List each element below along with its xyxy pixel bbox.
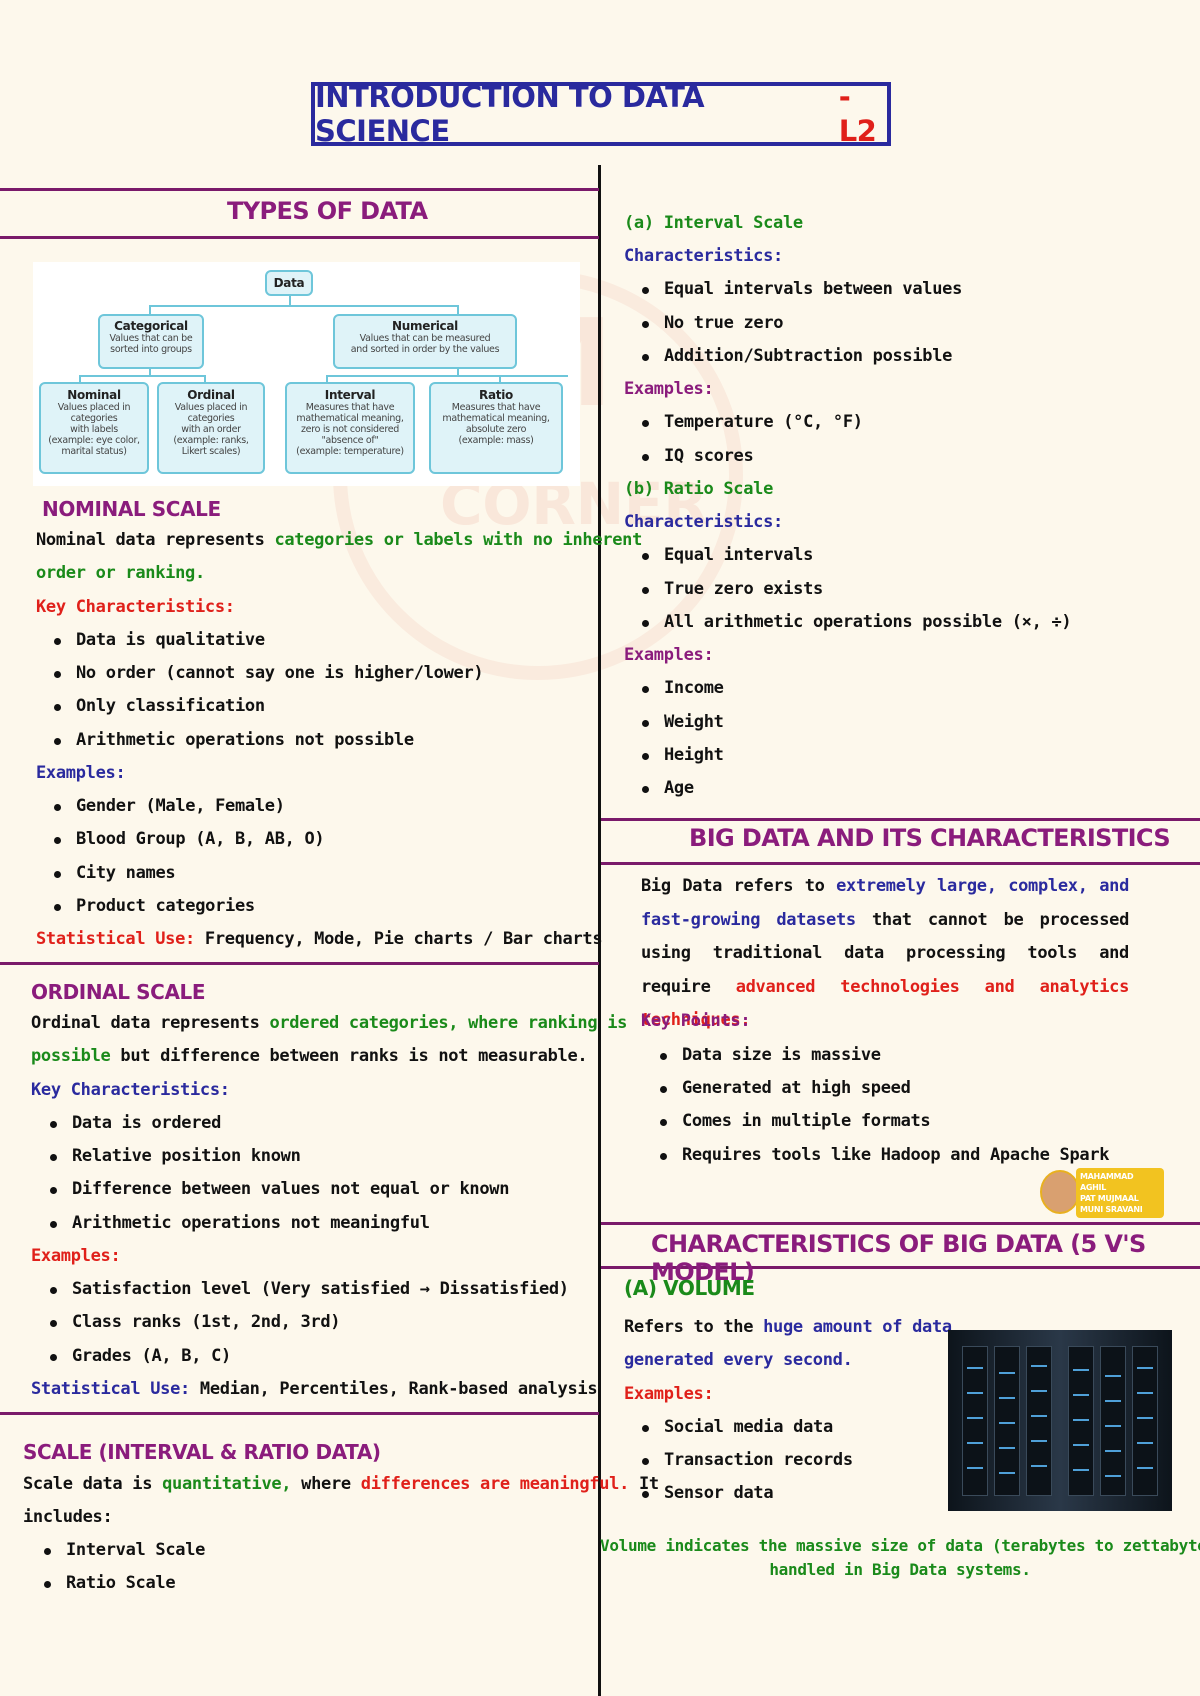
ordinal-stat-use: Statistical Use: Median, Percentiles, Ra… — [31, 1379, 598, 1399]
big-data-key-title: Key Points: — [641, 1011, 751, 1031]
divider — [0, 1412, 599, 1415]
divider — [601, 818, 1200, 821]
nominal-intro-line: order or ranking. — [36, 563, 205, 583]
volume-note: handled in Big Data systems. — [769, 1560, 1031, 1579]
list-item: Class ranks (1st, 2nd, 3rd) — [50, 1312, 341, 1332]
list-item: Generated at high speed — [660, 1078, 911, 1098]
diagram-node-ordinal: Ordinal Values placed in categories with… — [157, 382, 265, 474]
list-item: No true zero — [642, 313, 784, 333]
divider — [601, 862, 1200, 865]
column-divider — [598, 165, 601, 1696]
divider — [0, 236, 599, 239]
list-item: Difference between values not equal or k… — [50, 1179, 509, 1199]
diagram-node-numerical: Numerical Values that can be measured an… — [333, 314, 517, 369]
list-item: No order (cannot say one is higher/lower… — [54, 663, 484, 683]
list-item: Satisfaction level (Very satisfied → Dis… — [50, 1279, 569, 1299]
list-item: Equal intervals between values — [642, 279, 962, 299]
nominal-key-title: Key Characteristics: — [36, 597, 235, 617]
divider — [0, 188, 599, 191]
ratio-title: (b) Ratio Scale — [624, 479, 774, 499]
scale-title: SCALE (INTERVAL & RATIO DATA) — [23, 1440, 381, 1464]
list-item: True zero exists — [642, 579, 823, 599]
list-item: Data is ordered — [50, 1113, 221, 1133]
data-types-diagram: Data Categorical Values that can be sort… — [33, 262, 580, 486]
list-item: Arithmetic operations not meaningful — [50, 1213, 430, 1233]
volume-desc-line: Refers to the huge amount of data — [624, 1317, 952, 1337]
list-item: Addition/Subtraction possible — [642, 346, 952, 366]
list-item: City names — [54, 863, 176, 883]
list-item: IQ scores — [642, 446, 754, 466]
list-item: Data is qualitative — [54, 630, 265, 650]
interval-examples-title: Examples: — [624, 379, 714, 399]
interval-title: (a) Interval Scale — [624, 213, 803, 233]
list-item: Product categories — [54, 896, 255, 916]
divider — [0, 962, 599, 965]
list-item: Temperature (°C, °F) — [642, 412, 863, 432]
big-data-intro: Big Data refers to extremely large, comp… — [641, 876, 1130, 1030]
nominal-examples-title: Examples: — [36, 763, 126, 783]
ordinal-intro-line: Ordinal data represents ordered categori… — [31, 1013, 628, 1033]
list-item: Age — [642, 778, 694, 798]
list-item: Data size is massive — [660, 1045, 881, 1065]
diagram-node-interval: Interval Measures that have mathematical… — [285, 382, 415, 474]
scale-intro-line: Scale data is quantitative, where differ… — [23, 1474, 659, 1494]
volume-desc-line: generated every second. — [624, 1350, 853, 1370]
server-room-image — [948, 1330, 1172, 1511]
diagram-node-nominal: Nominal Values placed in categories with… — [39, 382, 149, 474]
list-item: Weight — [642, 712, 724, 732]
diagram-node-data: Data — [265, 270, 313, 296]
list-item: Height — [642, 745, 724, 765]
list-item: Sensor data — [642, 1483, 774, 1503]
list-item: Gender (Male, Female) — [54, 796, 285, 816]
interval-char-title: Characteristics: — [624, 246, 783, 266]
list-item: Blood Group (A, B, AB, O) — [54, 829, 325, 849]
list-item: Grades (A, B, C) — [50, 1346, 231, 1366]
author-badge: MAHAMMAD AGHIL PAT MUJMAAL MUNI SRAVANI — [1040, 1164, 1164, 1222]
list-item: Only classification — [54, 696, 265, 716]
list-item: Income — [642, 678, 724, 698]
page-title-main: INTRODUCTION TO DATA SCIENCE — [315, 80, 705, 148]
volume-title: (A) VOLUME — [624, 1276, 755, 1300]
volume-examples-title: Examples: — [624, 1384, 714, 1404]
diagram-node-ratio: Ratio Measures that have mathematical me… — [429, 382, 563, 474]
divider — [601, 1222, 1200, 1225]
diagram-node-categorical: Categorical Values that can be sorted in… — [98, 314, 204, 369]
scale-intro-line: includes: — [23, 1507, 113, 1527]
divider — [601, 1266, 1200, 1269]
page-title-suffix: -L2 — [838, 80, 877, 148]
list-item: Social media data — [642, 1417, 833, 1437]
ordinal-key-title: Key Characteristics: — [31, 1080, 230, 1100]
list-item: Relative position known — [50, 1146, 301, 1166]
list-item: Ratio Scale — [44, 1573, 176, 1593]
section-title-types-of-data: TYPES OF DATA — [227, 197, 428, 225]
list-item: All arithmetic operations possible (×, ÷… — [642, 612, 1072, 632]
ratio-char-title: Characteristics: — [624, 512, 783, 532]
nominal-title: NOMINAL SCALE — [42, 497, 221, 521]
section-title-big-data: BIG DATA AND ITS CHARACTERISTICS — [689, 824, 1171, 852]
nominal-stat-use: Statistical Use: Frequency, Mode, Pie ch… — [36, 929, 603, 949]
list-item: Transaction records — [642, 1450, 853, 1470]
list-item: Equal intervals — [642, 545, 813, 565]
nominal-intro-line: Nominal data represents categories or la… — [36, 530, 643, 550]
list-item: Comes in multiple formats — [660, 1111, 931, 1131]
ordinal-examples-title: Examples: — [31, 1246, 121, 1266]
page-title: INTRODUCTION TO DATA SCIENCE -L2 — [311, 80, 891, 148]
section-title-5-vs: CHARACTERISTICS OF BIG DATA (5 V'S MODEL… — [651, 1230, 1146, 1286]
list-item: Arithmetic operations not possible — [54, 730, 414, 750]
volume-note: Volume indicates the massive size of dat… — [600, 1536, 1200, 1555]
ratio-examples-title: Examples: — [624, 645, 714, 665]
ordinal-intro-line: possible but difference between ranks is… — [31, 1046, 588, 1066]
list-item: Interval Scale — [44, 1540, 205, 1560]
list-item: Requires tools like Hadoop and Apache Sp… — [660, 1145, 1110, 1165]
ordinal-title: ORDINAL SCALE — [31, 980, 206, 1004]
